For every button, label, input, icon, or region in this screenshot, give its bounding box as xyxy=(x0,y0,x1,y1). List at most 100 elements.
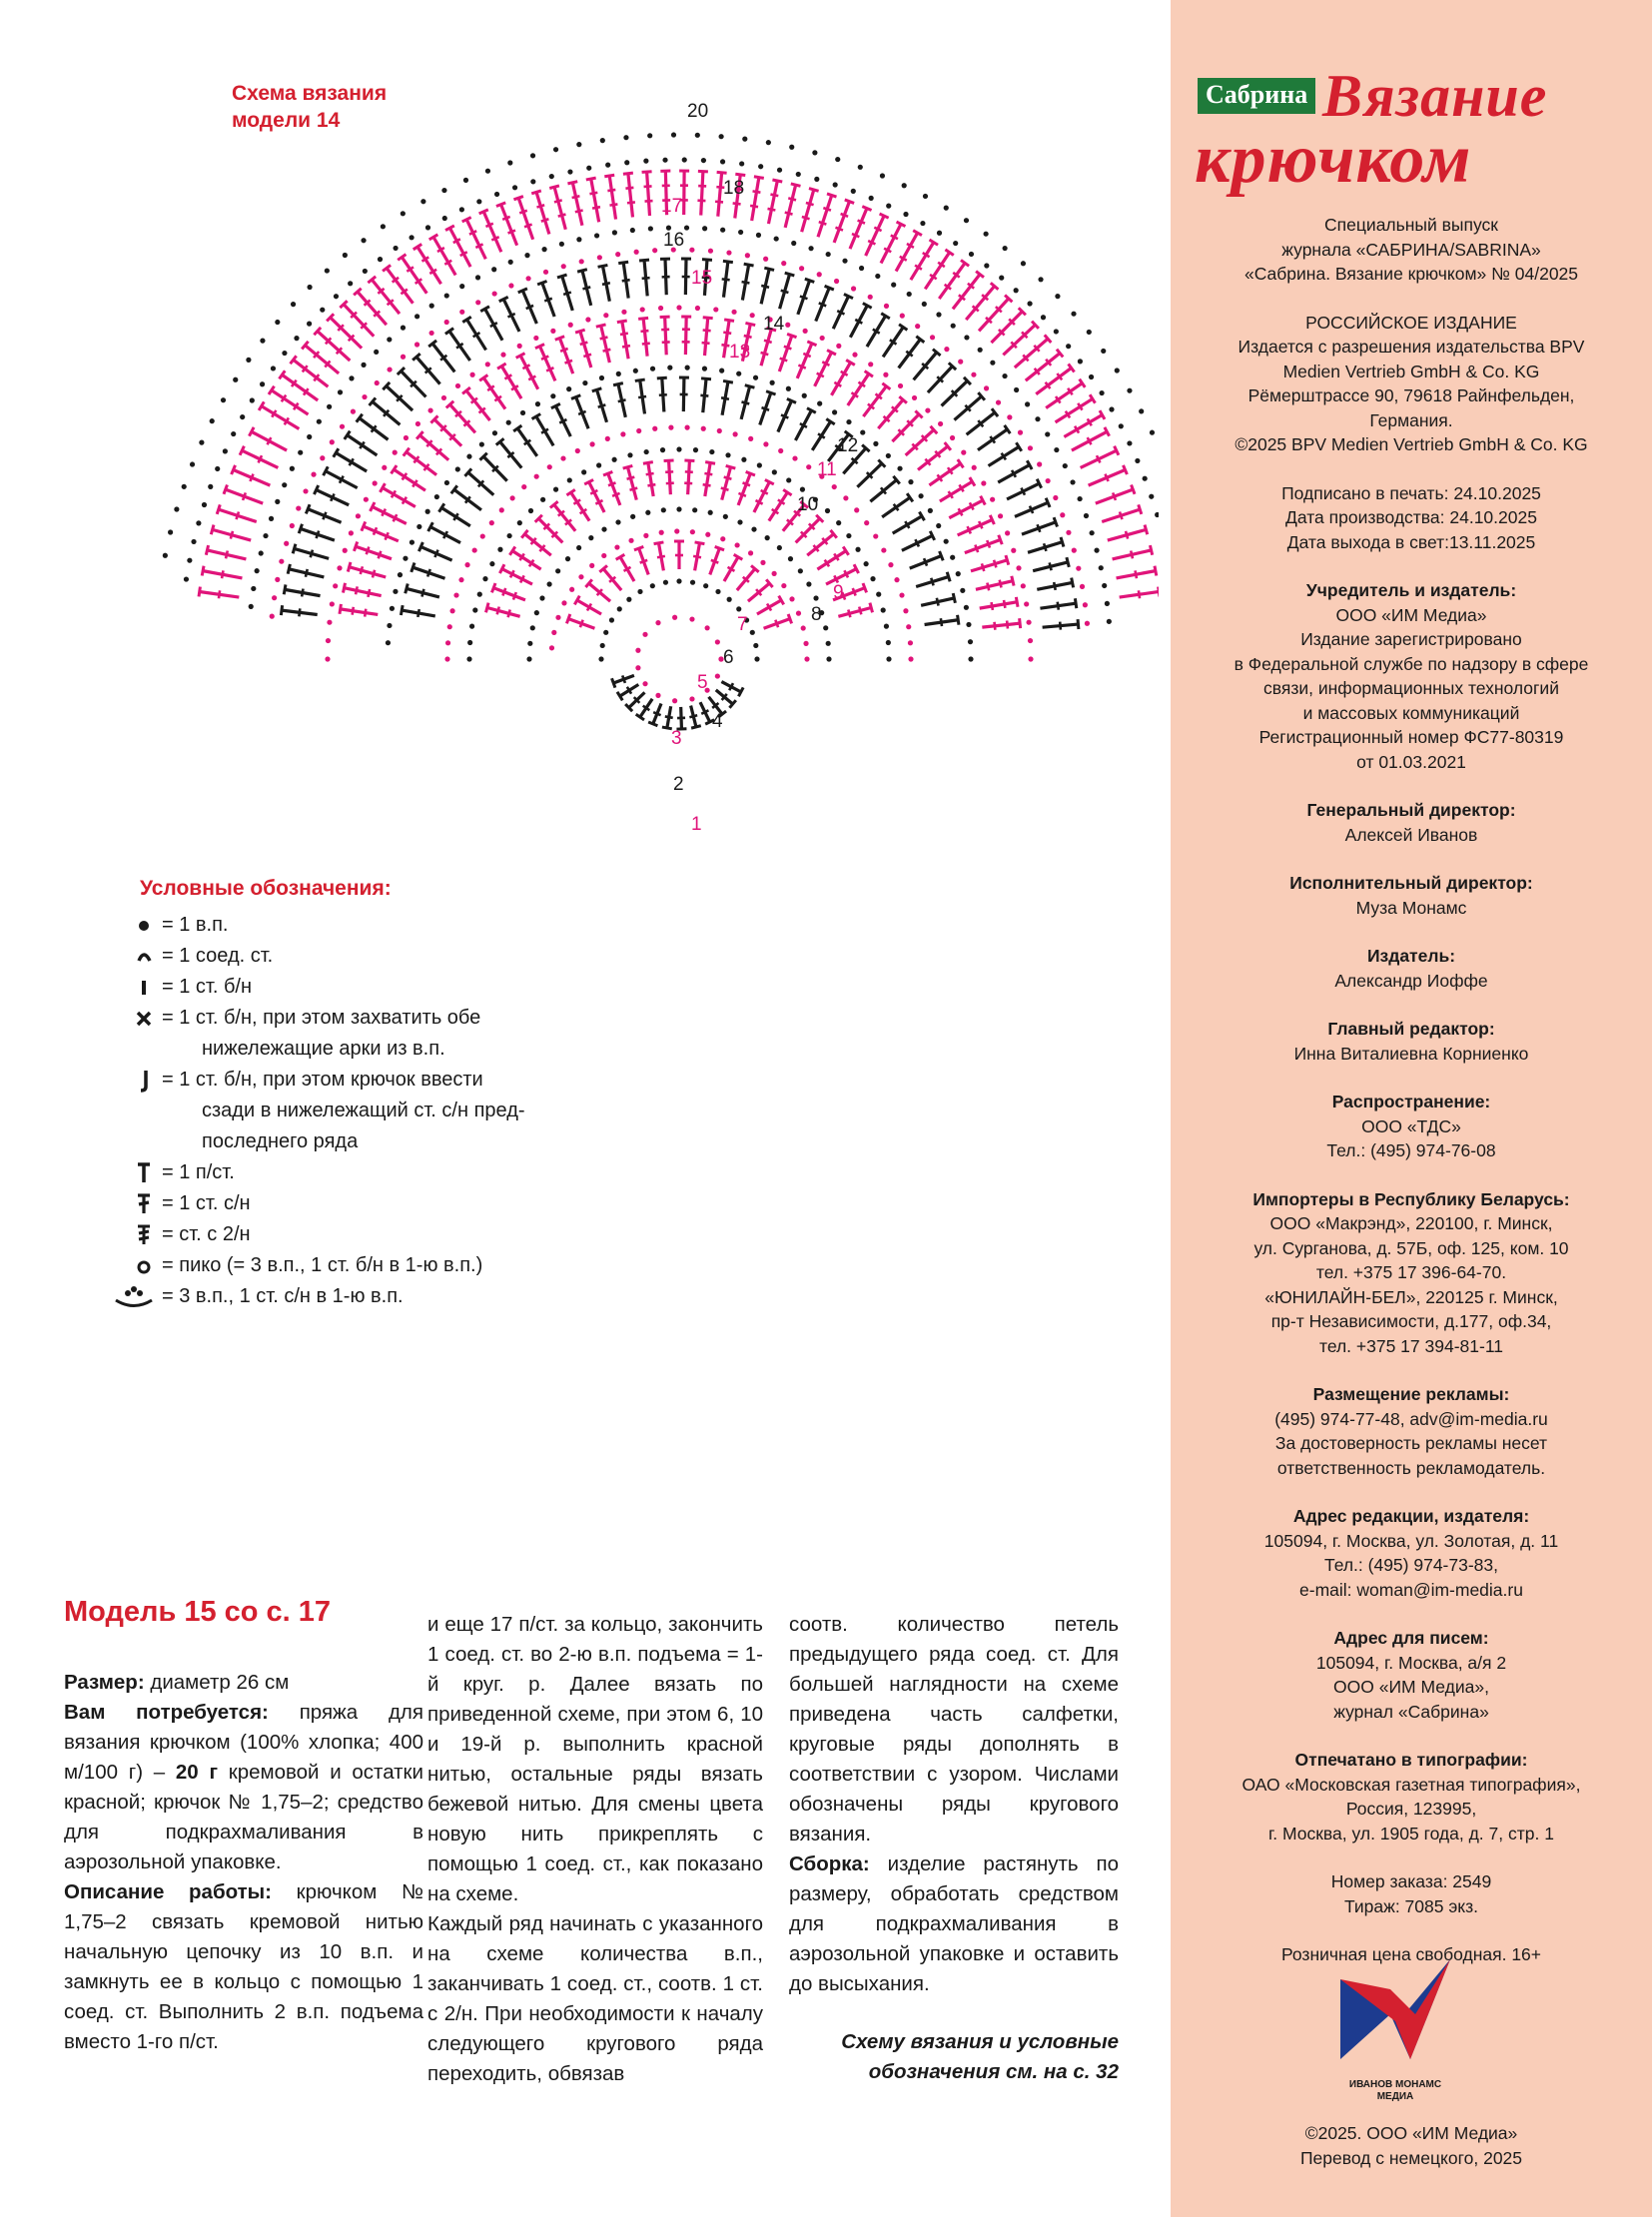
chain-dot xyxy=(911,394,918,401)
chain-dot xyxy=(667,365,673,370)
treble-stitch xyxy=(518,355,540,390)
chain-dot xyxy=(491,291,497,297)
treble-stitch-bar xyxy=(867,239,876,246)
date-line: Подписано в печать: 24.10.2025 xyxy=(1281,482,1541,503)
double-stitch-top xyxy=(947,362,958,371)
treble-stitch-bar xyxy=(1077,402,1084,411)
treble-stitch-bar xyxy=(897,428,906,436)
chain-dot xyxy=(632,368,638,373)
materials-text: пряжа для вязания крючком (100% хлопка; … xyxy=(64,1701,423,1784)
treble-stitch-bar xyxy=(823,558,831,568)
treble-stitch xyxy=(948,498,984,520)
treble-stitch-top xyxy=(338,603,343,615)
chain-dot xyxy=(397,572,404,578)
chain-dot xyxy=(937,420,944,427)
chain-dot xyxy=(248,603,254,609)
chain-dot xyxy=(1027,301,1033,307)
chain-dot xyxy=(509,495,515,501)
double-stitch-top xyxy=(825,417,836,426)
treble-stitch-top xyxy=(353,540,360,552)
chain-dot xyxy=(881,547,887,553)
treble-stitch-top xyxy=(379,482,387,493)
chain-dot xyxy=(886,656,892,662)
treble-stitch-bar xyxy=(906,419,914,427)
treble-stitch-bar xyxy=(538,544,546,552)
treble-stitch-bar xyxy=(392,513,399,522)
treble-stitch xyxy=(795,343,814,379)
picot-dot xyxy=(789,144,795,150)
chain-dot xyxy=(983,385,990,391)
chain-dot xyxy=(1106,618,1112,624)
treble-stitch-bar xyxy=(723,331,732,336)
treble-stitch-bar xyxy=(946,466,954,475)
treble-stitch-bar xyxy=(1021,331,1029,340)
treble-stitch-bar xyxy=(840,591,847,601)
treble-stitch xyxy=(702,318,710,357)
treble-stitch-bar xyxy=(609,203,618,207)
treble-stitch-bar xyxy=(351,606,356,615)
chain-dot xyxy=(472,607,478,613)
double-stitch-top xyxy=(399,604,405,616)
picot-dot xyxy=(484,168,491,174)
treble-stitch-bar xyxy=(770,507,780,515)
treble-stitch-bar xyxy=(914,264,923,271)
row-number: 6 xyxy=(723,647,734,668)
chain-dot xyxy=(620,431,626,437)
treble-stitch xyxy=(965,285,996,322)
treble-stitch-bar xyxy=(536,203,545,209)
treble-stitch-bar xyxy=(936,473,944,482)
double-stitch-top xyxy=(591,386,602,393)
chain-dot xyxy=(701,366,708,371)
size-text: диаметр 26 см xyxy=(150,1671,290,1694)
double-stitch-bar xyxy=(425,568,431,577)
treble-stitch xyxy=(431,236,457,277)
treble-stitch xyxy=(1024,352,1062,382)
treble-stitch-bar xyxy=(958,294,966,302)
double-stitch-bar xyxy=(522,438,532,446)
chain-dot xyxy=(1011,547,1017,553)
chain-dot xyxy=(649,366,656,371)
chain-dot xyxy=(393,588,399,594)
chain-dot xyxy=(736,606,742,612)
double-stitch-bar xyxy=(632,696,641,704)
treble-stitch-top xyxy=(461,385,471,395)
treble-stitch-top xyxy=(1088,393,1097,404)
legend: Условные обозначения: = 1 в.п. = 1 соед.… xyxy=(115,873,609,1312)
treble-stitch-top xyxy=(313,326,323,337)
chain-dot xyxy=(689,616,695,622)
treble-stitch-bar xyxy=(594,498,604,505)
treble-stitch-bar xyxy=(363,299,372,307)
chain-dot xyxy=(527,507,534,514)
legend-item: = ст. с 2/н xyxy=(138,1219,609,1250)
treble-stitch-bar xyxy=(384,531,390,541)
treble-stitch xyxy=(806,532,835,557)
chain-dot xyxy=(700,425,706,431)
chain-dot xyxy=(649,583,655,589)
treble-stitch-bar xyxy=(589,191,598,196)
double-stitch-bar xyxy=(780,413,789,419)
chain-dot xyxy=(453,592,459,598)
chain-dot xyxy=(981,480,987,486)
treble-stitch xyxy=(1045,381,1084,409)
legend-text: = ст. с 2/н xyxy=(162,1223,251,1245)
treble-stitch xyxy=(316,330,352,363)
treble-stitch-bar xyxy=(924,457,932,466)
double-stitch-top xyxy=(618,260,629,266)
edition-line: ©2025 BPV Medien Vertrieb GmbH & Co. KG xyxy=(1235,434,1588,454)
chain-dot xyxy=(1020,583,1026,589)
double-stitch-top xyxy=(215,503,222,515)
treble-stitch xyxy=(939,479,974,503)
double-stitch-bar xyxy=(416,608,421,618)
treble-stitch xyxy=(879,223,903,265)
treble-stitch-top xyxy=(1055,348,1065,359)
treble-stitch-top xyxy=(267,384,276,395)
treble-stitch-bar xyxy=(406,266,414,273)
treble-stitch xyxy=(304,344,341,375)
treble-stitch-bar xyxy=(977,520,984,529)
chain-dot xyxy=(725,452,731,458)
treble-stitch-top xyxy=(845,359,856,367)
double-stitch-bar xyxy=(721,278,730,282)
row-number: 20 xyxy=(687,101,708,122)
chain-dot xyxy=(806,464,812,470)
importers-line: ул. Сурганова, д. 57Б, оф. 125, ком. 10 xyxy=(1253,1237,1569,1258)
